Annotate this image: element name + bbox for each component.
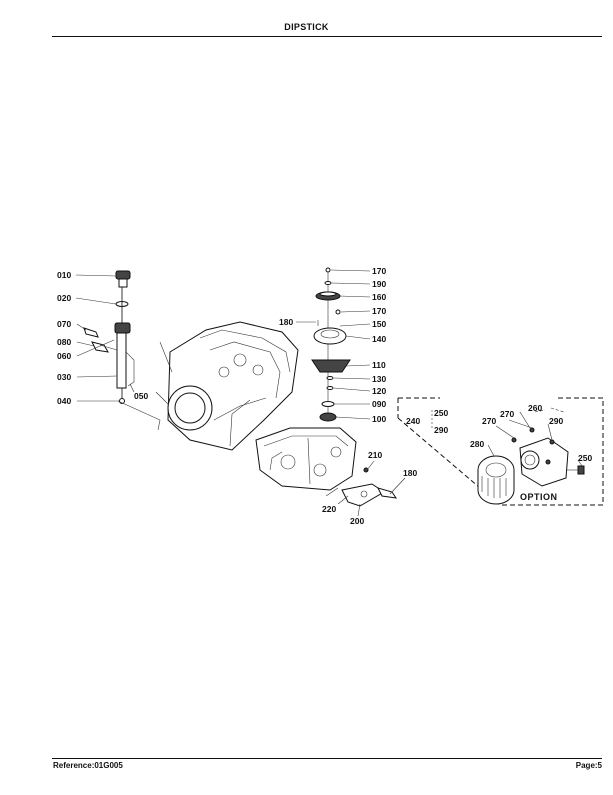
label-180-left: 180 (279, 317, 293, 327)
crankcase-pan (255, 427, 357, 491)
label-130: 130 (372, 374, 386, 384)
center-stack (311, 267, 351, 422)
label-060: 060 (57, 351, 71, 361)
header-divider (52, 36, 602, 37)
label-110: 110 (372, 360, 386, 370)
label-270-right: 270 (500, 409, 514, 419)
label-050: 050 (134, 391, 148, 401)
label-030: 030 (57, 372, 71, 382)
footer-divider (52, 758, 602, 759)
leader-lines (75, 269, 583, 517)
label-100: 100 (372, 414, 386, 424)
dipstick-assembly (83, 270, 161, 431)
part-labels: 010 020 070 080 060 030 050 040 170 190 … (57, 266, 592, 526)
reference-number: Reference:01G005 (53, 761, 123, 770)
label-140: 140 (372, 334, 386, 344)
label-090: 090 (372, 399, 386, 409)
option-box (397, 397, 604, 506)
label-210: 210 (368, 450, 382, 460)
label-220: 220 (322, 504, 336, 514)
label-150: 150 (372, 319, 386, 329)
engine-block (155, 321, 299, 451)
label-270-left: 270 (482, 416, 496, 426)
label-160: 160 (372, 292, 386, 302)
label-010: 010 (57, 270, 71, 280)
label-250-bracket: 250 (434, 408, 448, 418)
label-200: 200 (350, 516, 364, 526)
label-290-bracket: 290 (434, 425, 448, 435)
page-number: Page:5 (575, 761, 602, 770)
page-title: DIPSTICK (284, 22, 329, 32)
label-260: 260 (528, 403, 542, 413)
bracket-assembly (325, 467, 398, 507)
label-170-top: 170 (372, 266, 386, 276)
label-180-right: 180 (403, 468, 417, 478)
label-190: 190 (372, 279, 386, 289)
label-080: 080 (57, 337, 71, 347)
label-120: 120 (372, 386, 386, 396)
label-070: 070 (57, 319, 71, 329)
label-020: 020 (57, 293, 71, 303)
label-280: 280 (470, 439, 484, 449)
option-label: OPTION (520, 492, 558, 502)
label-240: 240 (406, 416, 420, 426)
label-170-mid: 170 (372, 306, 386, 316)
label-250-right: 250 (578, 453, 592, 463)
label-290-right: 290 (549, 416, 563, 426)
label-040: 040 (57, 396, 71, 406)
